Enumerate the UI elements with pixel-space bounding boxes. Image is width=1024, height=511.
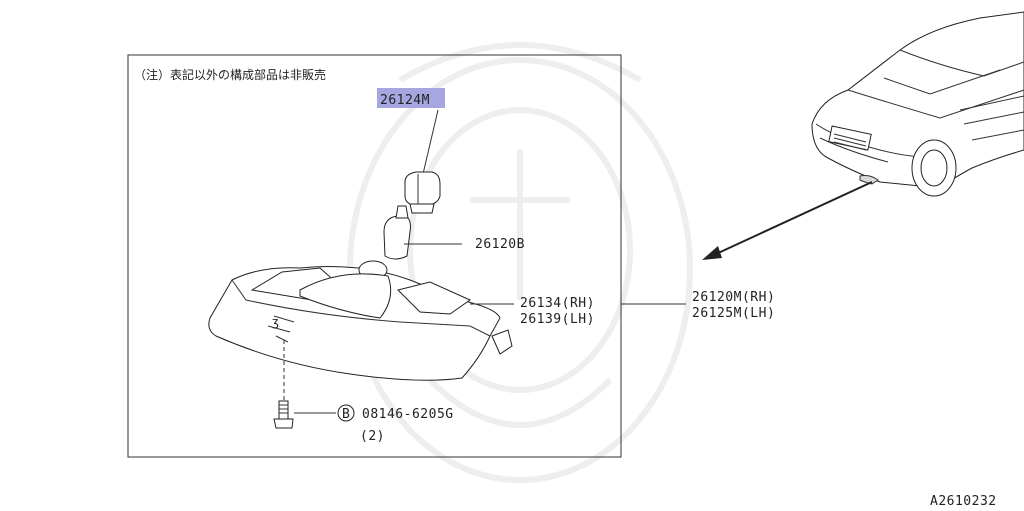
part-number-26124[interactable]: 26124M	[380, 93, 430, 108]
part-number-26134-rh[interactable]: 26134(RH)	[520, 296, 595, 311]
figure-code: A2610232	[930, 494, 997, 509]
bolt-symbol: B	[342, 407, 350, 422]
part-highlight	[377, 88, 445, 108]
bolt	[273, 400, 294, 429]
detail-frame	[127, 54, 622, 458]
bolt-quantity: (2)	[360, 429, 385, 444]
watermark-emblem	[347, 42, 693, 483]
bulb-socket	[404, 171, 441, 214]
part-number-26125m-lh[interactable]: 26125M(LH)	[692, 306, 775, 321]
bolt-symbol-circle	[337, 404, 355, 422]
note-text: （注）表記以外の構成部品は非販売	[134, 67, 326, 82]
lens-mark: ʒ	[272, 315, 279, 329]
vehicle-illustration	[811, 11, 1024, 197]
part-number-26120b[interactable]: 26120B	[475, 237, 525, 252]
bulb	[383, 205, 411, 260]
reference-arrow	[702, 181, 873, 260]
part-number-08146-6205g[interactable]: 08146-6205G	[362, 407, 454, 422]
part-number-26120m-rh[interactable]: 26120M(RH)	[692, 290, 775, 305]
turn-signal-lamp: ʒ	[208, 260, 513, 381]
part-number-26139-lh[interactable]: 26139(LH)	[520, 312, 595, 327]
